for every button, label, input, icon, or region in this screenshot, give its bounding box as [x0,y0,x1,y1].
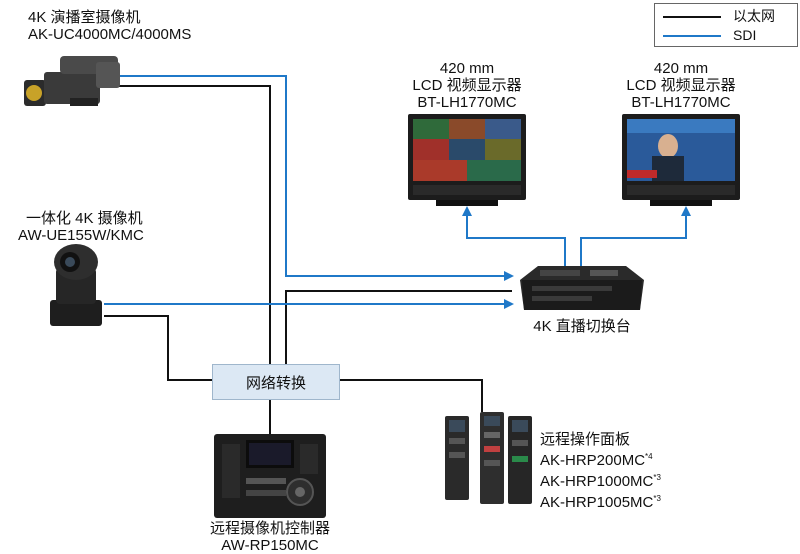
operation-panel-model: AK-HRP1000MC [540,473,654,490]
ptz-camera-label: 一体化 4K 摄像机 AW-UE155W/KMC [18,210,144,244]
legend-sdi-label: SDI [733,27,757,43]
sdi-line-monitor-right [580,214,687,266]
sdi-lines [104,75,687,305]
operation-panel-model: AK-HRP1005MC [540,494,654,511]
legend-ethernet: 以太网 [663,7,793,25]
monitor-right-image [622,114,740,206]
monitor-left-image [408,114,526,206]
monitor-left-model: BT-LH1770MC [417,94,517,111]
monitor-left-label: 420 mm LCD 视频显示器 BT-LH1770MC [407,60,527,111]
operation-panels-image [445,412,532,504]
operation-panel-model: AK-HRP200MC [540,452,646,469]
arrow-ptz-to-switcher [504,299,514,309]
remote-controller-title: 远程摄像机控制器 [209,520,330,537]
studio-camera-title: 4K 演播室摄像机 [28,9,141,26]
ethernet-line-switcher [285,290,512,364]
remote-controller-image [214,434,326,518]
legend: 以太网 SDI [654,3,798,47]
operation-panels-label: 远程操作面板 AK-HRP200MC*4 AK-HRP1000MC*3 AK-H… [540,431,661,511]
monitor-right-type: LCD 视频显示器 [626,77,736,94]
legend-sdi: SDI [663,26,793,44]
legend-ethernet-label: 以太网 [733,8,775,24]
monitor-right-size: 420 mm [653,60,709,77]
ptz-camera-title: 一体化 4K 摄像机 [26,210,143,227]
switcher-image [520,266,644,310]
arrow-studio-to-switcher [504,271,514,281]
studio-camera-model: AK-UC4000MC/4000MS [28,26,192,43]
studio-camera-label: 4K 演播室摄像机 AK-UC4000MC/4000MS [28,9,191,43]
legend-ethernet-swatch [663,16,721,18]
operation-panels-title: 远程操作面板 [540,431,631,448]
arrow-to-monitor-left [462,206,472,216]
remote-controller-model: AW-RP150MC [221,537,319,554]
ethernet-lines [104,85,512,436]
monitor-right-label: 420 mm LCD 视频显示器 BT-LH1770MC [621,60,741,111]
operation-panel-note: *3 [653,494,661,503]
monitor-left-size: 420 mm [439,60,495,77]
network-switch-label: 网络转换 [245,374,306,392]
monitor-right-model: BT-LH1770MC [631,94,731,111]
studio-camera-image [24,56,120,106]
sdi-arrowheads [462,206,691,309]
sdi-line-studio-camera [110,75,506,277]
remote-controller-label: 远程摄像机控制器 AW-RP150MC [196,520,344,554]
monitor-left-type: LCD 视频显示器 [412,77,522,94]
operation-panel-item: AK-HRP200MC*4 [540,448,661,469]
ethernet-line-ptz-camera [104,315,212,381]
operation-panel-note: *3 [653,473,661,482]
operation-panel-item: AK-HRP1005MC*3 [540,490,661,511]
ptz-camera-image [50,244,102,326]
ethernet-line-operation-panels [340,379,483,412]
sdi-line-monitor-left [466,214,566,266]
operation-panel-item: AK-HRP1000MC*3 [540,469,661,490]
operation-panel-note: *4 [645,452,653,461]
ptz-camera-model: AW-UE155W/KMC [18,227,144,244]
switcher-label: 4K 直播切换台 [533,318,631,335]
network-switch-box: 网络转换 [212,364,340,400]
arrow-to-monitor-right [681,206,691,216]
ethernet-line-studio-camera [110,85,271,364]
legend-sdi-swatch [663,35,721,37]
